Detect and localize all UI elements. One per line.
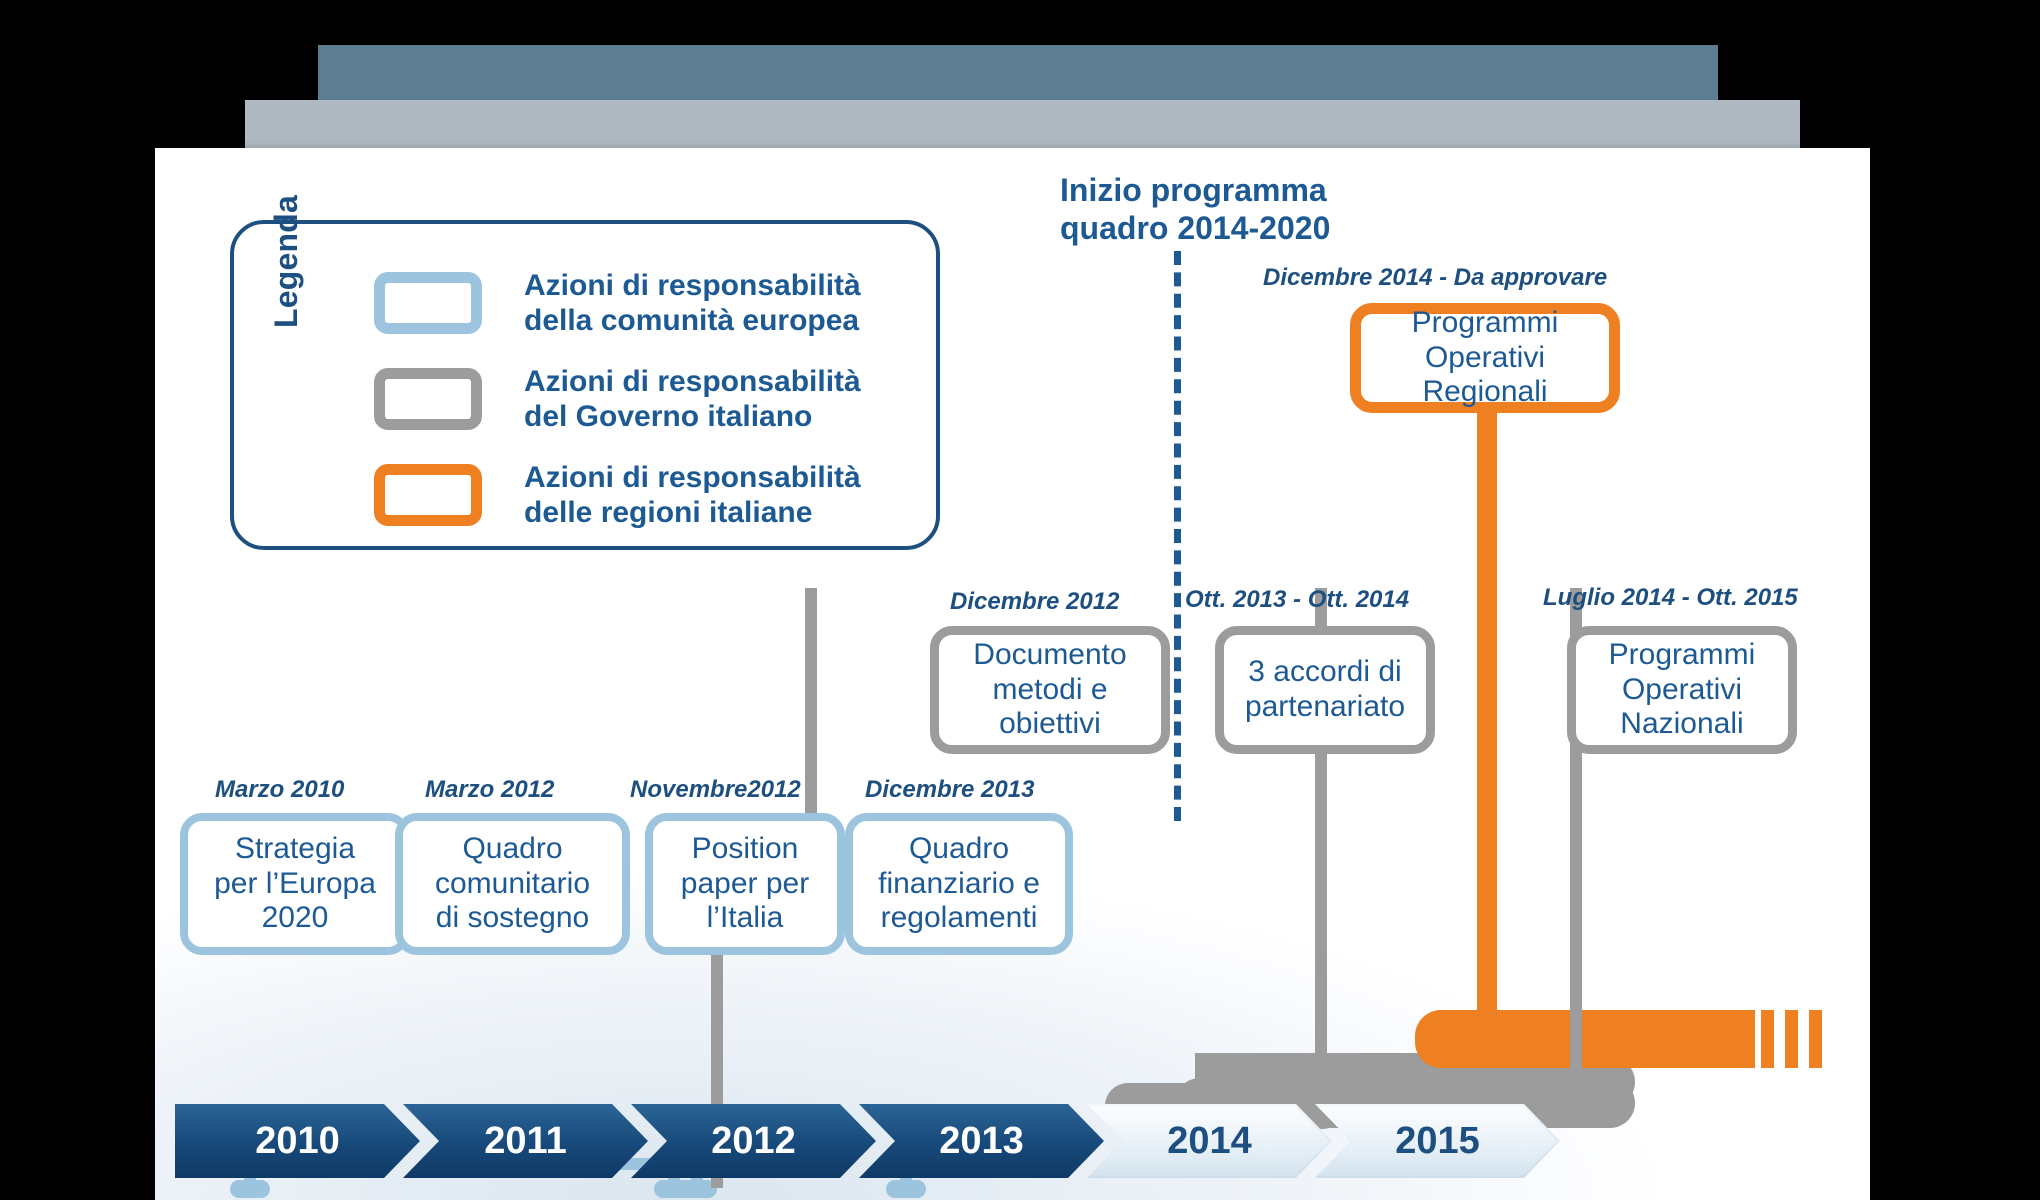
date-label-quadro-finanziario: Dicembre 2013 — [865, 776, 1035, 803]
node-position-paper-italia[interactable]: Position paper per l’Italia — [645, 813, 845, 955]
date-label-quadro-comunitario: Marzo 2012 — [425, 776, 555, 803]
date-label-programmi-nazionali: Luglio 2014 - Ott. 2015 — [1543, 584, 1798, 611]
legend-swatch-light-blue-icon — [374, 272, 482, 335]
axis-year-label: 2013 — [939, 1119, 1024, 1162]
axis-year-label: 2011 — [484, 1119, 567, 1162]
node-strategia-europa-2020[interactable]: Strategia per l’Europa 2020 — [180, 813, 410, 955]
stem-documento-metodi-v — [805, 588, 817, 840]
node-3-accordi-partenariato[interactable]: 3 accordi di partenariato — [1215, 626, 1435, 754]
node-quadro-finanziario-regolamenti[interactable]: Quadro finanziario e regolamenti — [845, 813, 1073, 955]
legend-item-governo-italiano: Azioni di responsabilità del Governo ita… — [374, 364, 861, 435]
legend-panel: Legenda Azioni di responsabilità della c… — [230, 195, 940, 550]
deck-bar-top — [318, 45, 1718, 100]
date-label-accordi-partenariato: Ott. 2013 - Ott. 2014 — [1185, 586, 1410, 613]
start-programme-note: Inizio programma quadro 2014-2020 — [1060, 172, 1331, 247]
axis-year-2011[interactable]: 2011 — [403, 1104, 648, 1178]
axis-year-2012[interactable]: 2012 — [631, 1104, 876, 1178]
node-programmi-operativi-regionali[interactable]: Programmi Operativi Regionali — [1350, 303, 1620, 413]
date-label-programmi-regionali: Dicembre 2014 - Da approvare — [1263, 264, 1608, 291]
legend-title: Legenda — [268, 195, 304, 328]
programme-start-divider — [1174, 251, 1181, 821]
legend-swatch-orange-icon — [374, 464, 482, 527]
orange-stripe-1 — [1761, 1010, 1774, 1068]
pin-quadro-finanziario — [886, 1180, 926, 1198]
duration-bar-programmi-regionali — [1415, 1010, 1755, 1068]
legend-item-label: Azioni di responsabilità della comunità … — [524, 269, 861, 338]
legend-item-label: Azioni di responsabilità delle regioni i… — [524, 461, 861, 530]
node-documento-metodi-obiettivi[interactable]: Documento metodi e obiettivi — [930, 626, 1170, 754]
axis-year-label: 2012 — [711, 1119, 796, 1162]
axis-year-2015[interactable]: 2015 — [1315, 1104, 1560, 1178]
year-axis: 2010 2011 2012 2013 2014 2015 — [175, 1104, 1475, 1178]
axis-year-label: 2015 — [1395, 1119, 1480, 1162]
legend-item-regioni-italiane: Azioni di responsabilità delle regioni i… — [374, 460, 861, 531]
node-programmi-operativi-nazionali[interactable]: Programmi Operativi Nazionali — [1567, 626, 1797, 754]
date-label-documento-metodi: Dicembre 2012 — [950, 588, 1120, 615]
orange-stripe-2 — [1785, 1010, 1798, 1068]
axis-year-2010[interactable]: 2010 — [175, 1104, 420, 1178]
orange-stripe-3 — [1809, 1010, 1822, 1068]
legend-item-label: Azioni di responsabilità del Governo ita… — [524, 365, 861, 434]
axis-year-2013[interactable]: 2013 — [859, 1104, 1104, 1178]
axis-year-label: 2014 — [1167, 1119, 1252, 1162]
node-quadro-comunitario-sostegno[interactable]: Quadro comunitario di sostegno — [395, 813, 630, 955]
diagram-card: Legenda Azioni di responsabilità della c… — [155, 148, 1870, 1200]
axis-year-2014[interactable]: 2014 — [1087, 1104, 1332, 1178]
date-label-strategia: Marzo 2010 — [215, 776, 345, 803]
stem-programmi-regionali — [1477, 393, 1497, 1033]
legend-item-comunita-europea: Azioni di responsabilità della comunità … — [374, 268, 861, 339]
date-label-position-paper: Novembre2012 — [630, 776, 801, 803]
legend-swatch-gray-icon — [374, 368, 482, 431]
deck-bar-middle — [245, 100, 1800, 150]
pin-strategia — [230, 1180, 270, 1198]
axis-year-label: 2010 — [255, 1119, 340, 1162]
pin-position-paper — [677, 1180, 717, 1198]
